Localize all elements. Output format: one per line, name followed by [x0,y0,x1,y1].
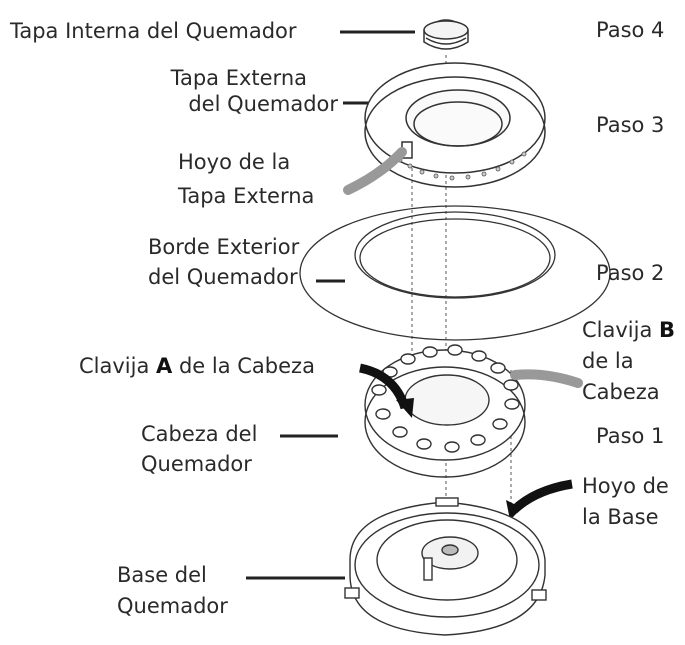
label-pin-b-prefix: Clavija [582,318,660,342]
label-outer-rim-line2: del Quemador [148,265,298,289]
label-outer-cap-hole-line1: Hoyo de la [178,150,291,174]
label-step-1: Paso 1 [596,424,665,448]
pin-b-arrow [510,369,583,388]
label-pin-b-line2: de la [582,349,634,373]
label-pin-b-line3: Cabeza [582,380,660,404]
label-base-line1: Base del [117,563,207,587]
label-pin-a-suffix: de la Cabeza [172,354,315,378]
label-inner-cap: Tapa Interna del Quemador [10,19,297,43]
pin-a-arrowhead [396,398,414,418]
burner-base-drawing [344,497,547,636]
label-pin-a-letter: A [156,354,173,378]
inner-cap-drawing [423,19,469,50]
label-outer-rim-line1: Borde Exterior [148,235,300,259]
label-base-hole-line2: la Base [582,505,659,529]
label-head-line1: Cabeza del [141,422,258,446]
label-step-2: Paso 2 [596,261,665,285]
label-step-3: Paso 3 [596,113,665,137]
outer-cap-drawing [364,62,546,188]
label-pin-b-letter: B [659,318,676,342]
leader-lines [246,30,415,580]
label-head-line2: Quemador [141,452,252,476]
outer-rim-drawing [299,205,611,341]
base-hole-arrowhead [506,500,522,520]
label-outer-cap-hole-line2: Tapa Externa [178,184,315,208]
label-outer-cap-line1: Tapa Externa [170,66,307,90]
label-pin-a-prefix: Clavija [79,354,157,378]
label-base-hole-line1: Hoyo de [582,474,669,498]
burner-head-drawing [364,344,526,478]
base-hole-arrow [510,479,573,514]
label-base-line2: Quemador [117,594,228,618]
label-pin-b-line1: Clavija B [582,318,675,343]
label-pin-a: Clavija A de la Cabeza [79,354,315,379]
outer-cap-hole-arrow [343,147,407,195]
label-outer-cap-line2: del Quemador [188,92,338,116]
label-step-4: Paso 4 [596,18,665,42]
